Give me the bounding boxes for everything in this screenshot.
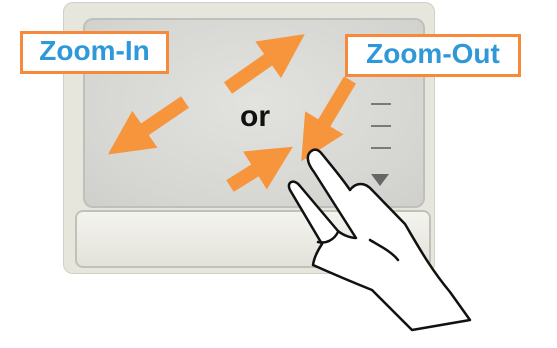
zoom-out-arrow-icon: [320, 80, 350, 130]
zoom-in-arrow-icon: [138, 102, 185, 134]
zoom-out-arrow-icon: [230, 166, 262, 186]
zoom-in-label: Zoom-In: [20, 31, 169, 74]
zoom-out-label: Zoom-Out: [345, 34, 521, 77]
zoom-in-arrow-icon: [228, 55, 275, 88]
two-finger-hand-icon: [289, 150, 470, 330]
or-text: or: [240, 100, 270, 134]
